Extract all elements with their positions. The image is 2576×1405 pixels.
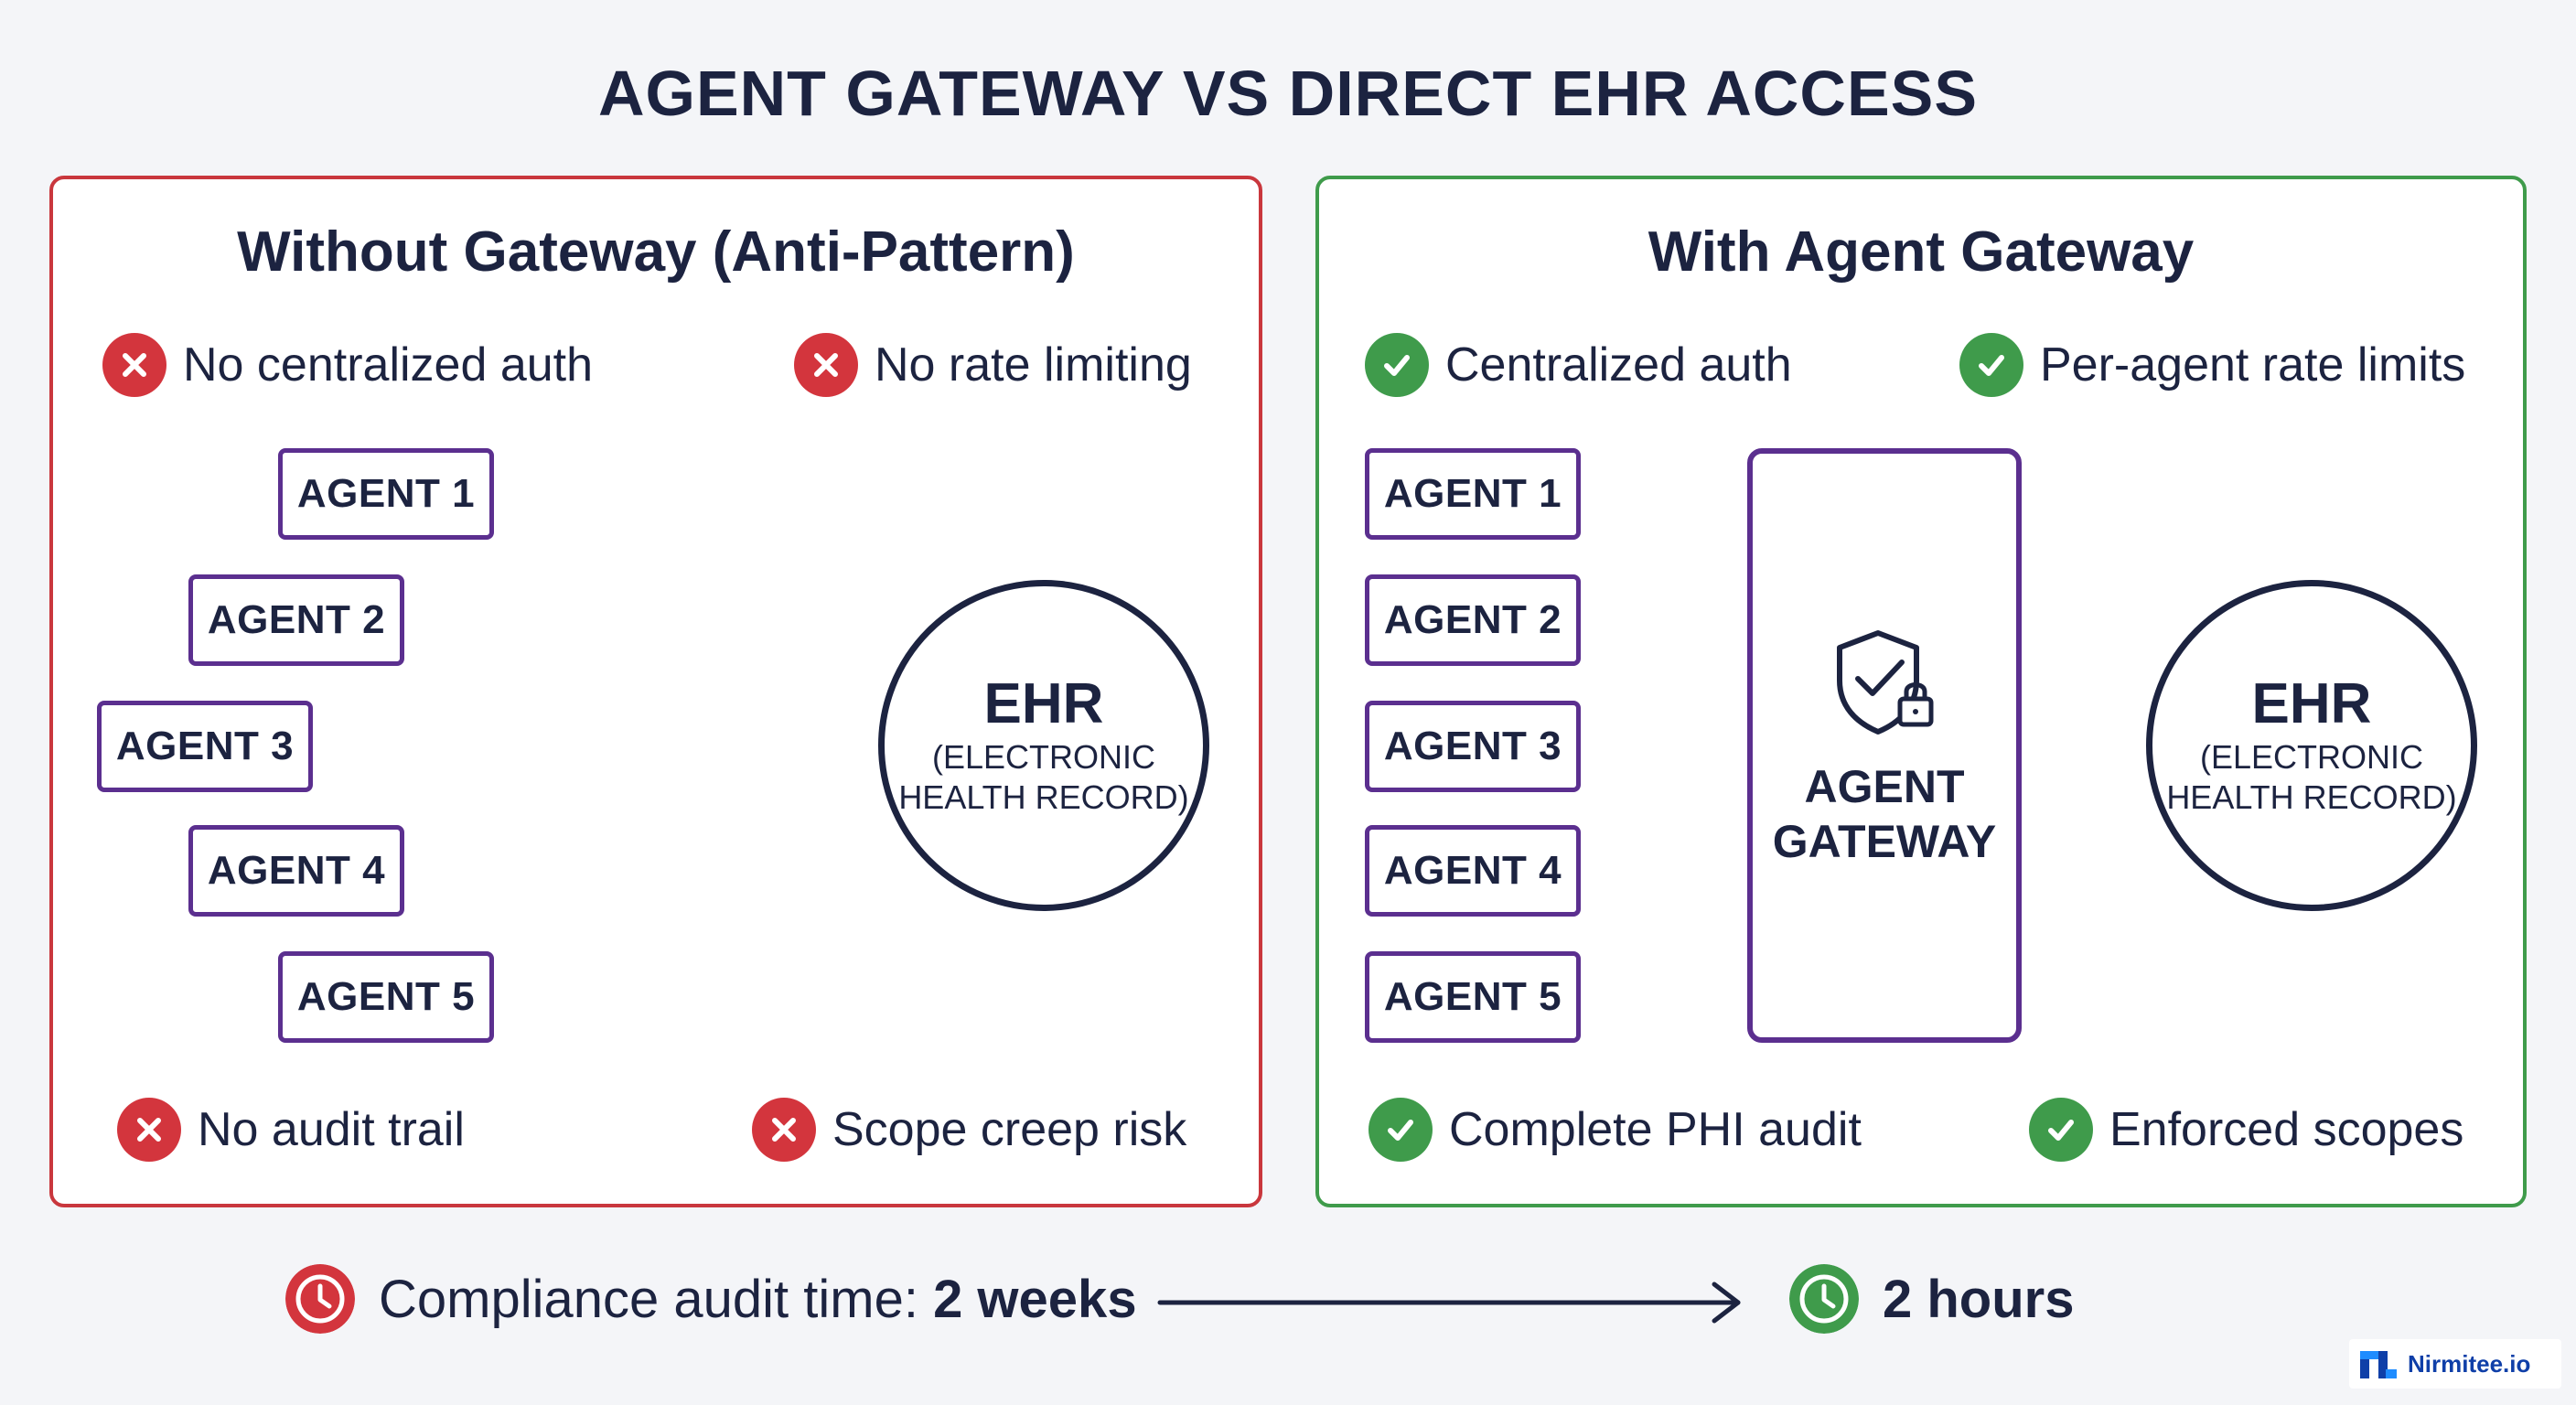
feature-label: Complete PHI audit	[1449, 1103, 1862, 1156]
feature-label: Centralized auth	[1445, 338, 1792, 391]
x-circle-icon	[117, 1098, 181, 1162]
gateway-label-2: GATEWAY	[1772, 816, 1997, 867]
feature-no-centralized-auth: No centralized auth	[102, 333, 593, 397]
panel-title: With Agent Gateway	[1648, 220, 2195, 284]
agent-5-box: AGENT 5	[1365, 951, 1581, 1043]
agent-3-box: AGENT 3	[97, 701, 313, 792]
audit-time-after: 2 hours	[1789, 1264, 2075, 1334]
feature-complete-phi-audit: Complete PHI audit	[1368, 1098, 1862, 1162]
ehr-subtitle-1: (ELECTRONIC	[931, 738, 1156, 777]
x-circle-icon	[752, 1098, 816, 1162]
clock-icon	[285, 1264, 355, 1334]
agent-4-box: AGENT 4	[1365, 825, 1581, 917]
agent-1-box: AGENT 1	[1365, 448, 1581, 540]
feature-centralized-auth: Centralized auth	[1365, 333, 1792, 397]
arrow-right-icon	[1157, 1282, 1741, 1324]
check-circle-icon	[2029, 1098, 2093, 1162]
agent-5-box: AGENT 5	[278, 951, 494, 1043]
x-circle-icon	[102, 333, 166, 397]
clock-icon	[1789, 1264, 1859, 1334]
feature-label: Enforced scopes	[2109, 1103, 2464, 1156]
feature-per-agent-rate-limits: Per-agent rate limits	[1959, 333, 2465, 397]
audit-time-label: Compliance audit time:	[379, 1269, 934, 1329]
feature-label: Scope creep risk	[832, 1103, 1187, 1156]
x-circle-icon	[794, 333, 858, 397]
feature-enforced-scopes: Enforced scopes	[2029, 1098, 2463, 1162]
check-circle-icon	[1368, 1098, 1433, 1162]
nirmitee-logo-icon	[2360, 1351, 2397, 1378]
ehr-subtitle-2: HEALTH RECORD)	[2166, 778, 2457, 816]
feature-no-rate-limiting: No rate limiting	[794, 333, 1192, 397]
ehr-node: EHR (ELECTRONIC HEALTH RECORD)	[878, 580, 1209, 911]
check-circle-icon	[1365, 333, 1429, 397]
feature-label: No centralized auth	[183, 338, 594, 391]
shield-lock-icon	[1837, 630, 1934, 735]
gateway-label-1: AGENT	[1804, 761, 1965, 812]
nirmitee-logo: Nirmitee.io	[2349, 1339, 2561, 1389]
feature-scope-creep-risk: Scope creep risk	[752, 1098, 1186, 1162]
agent-4-box: AGENT 4	[188, 825, 404, 917]
feature-label: Per-agent rate limits	[2040, 338, 2466, 391]
ehr-node: EHR (ELECTRONIC HEALTH RECORD)	[2146, 580, 2477, 911]
ehr-subtitle-2: HEALTH RECORD)	[898, 778, 1189, 816]
feature-label: No audit trail	[198, 1103, 465, 1156]
audit-time-before: Compliance audit time: 2 weeks	[285, 1264, 1137, 1334]
logo-text: Nirmitee.io	[2408, 1349, 2531, 1378]
agent-2-box: AGENT 2	[1365, 574, 1581, 666]
feature-label: No rate limiting	[875, 338, 1192, 391]
feature-no-audit-trail: No audit trail	[117, 1098, 465, 1162]
panel-title: Without Gateway (Anti-Pattern)	[237, 220, 1075, 284]
agent-3-box: AGENT 3	[1365, 701, 1581, 792]
page-title: AGENT GATEWAY VS DIRECT EHR ACCESS	[597, 58, 1979, 129]
agent-gateway-node: AGENT GATEWAY	[1747, 448, 2022, 1043]
ehr-title: EHR	[2251, 672, 2372, 736]
agent-1-box: AGENT 1	[278, 448, 494, 540]
ehr-subtitle-1: (ELECTRONIC	[2199, 738, 2424, 777]
agent-2-box: AGENT 2	[188, 574, 404, 666]
audit-time-before-value: 2 weeks	[933, 1269, 1137, 1329]
ehr-title: EHR	[983, 672, 1104, 736]
audit-time-after-value: 2 hours	[1883, 1269, 2075, 1329]
check-circle-icon	[1959, 333, 2023, 397]
